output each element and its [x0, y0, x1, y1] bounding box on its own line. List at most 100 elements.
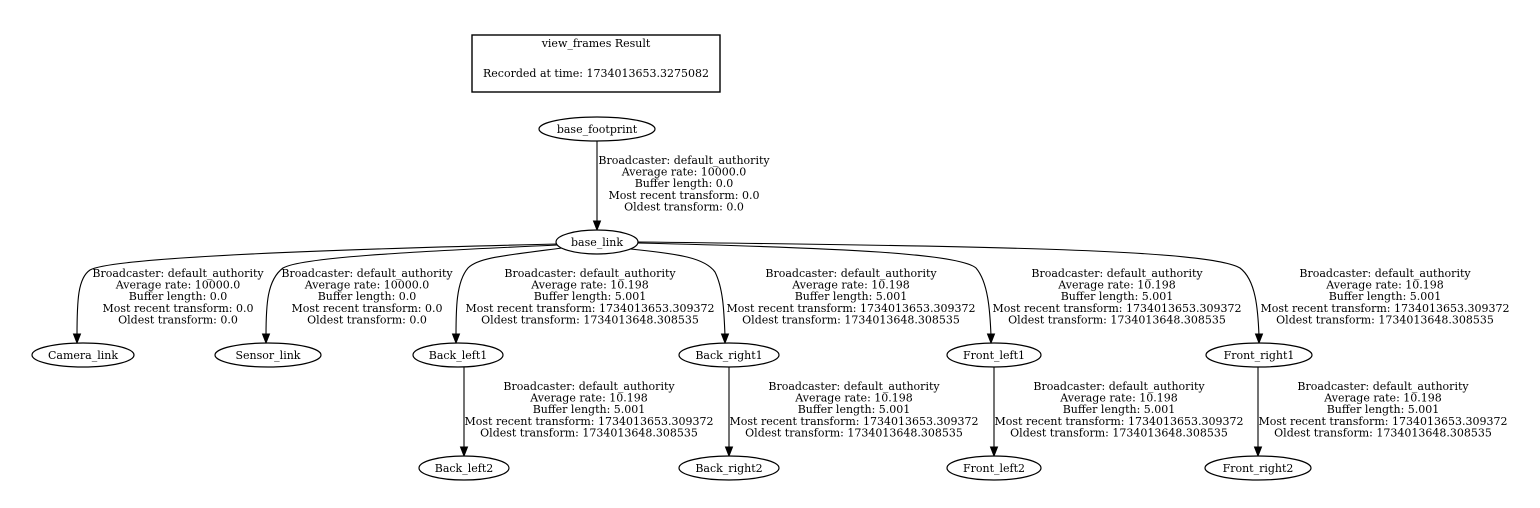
edge-label-line: Average rate: 10.198: [791, 279, 910, 292]
node-label: Sensor_link: [236, 349, 301, 362]
arrow-head: [989, 446, 999, 458]
edge-label-line: Most recent transform: 1734013653.309372: [730, 415, 979, 428]
node-label: Front_left2: [963, 462, 1025, 475]
title-box-title: view_frames Result: [541, 37, 651, 50]
edge-label-line: Oldest transform: 1734013648.308535: [742, 313, 960, 326]
node-ellipse: [946, 342, 1042, 368]
node-back-left1: Back_left1: [412, 342, 504, 368]
edge-label-line: Average rate: 10.198: [1325, 279, 1444, 292]
edge-line: [637, 241, 1260, 337]
node-ellipse: [538, 116, 656, 142]
node-ellipse: [1204, 455, 1312, 481]
edge-label-line: Broadcaster: default_authority: [1299, 267, 1471, 280]
arrow-head: [592, 220, 602, 232]
edge-label-line: Buffer length: 0.0: [635, 177, 734, 190]
edge-label-line: Most recent transform: 0.0: [609, 189, 760, 202]
edge-label-line: Most recent transform: 1734013653.309372: [1259, 415, 1508, 428]
arrow-head: [451, 333, 461, 345]
node-front-right2: Front_right2: [1204, 455, 1312, 481]
edge-label-line: Average rate: 10.198: [1059, 392, 1178, 405]
edge-label-line: Oldest transform: 1734013648.308535: [481, 313, 699, 326]
node-ellipse: [418, 455, 510, 481]
edge-label-line: Broadcaster: default_authority: [1297, 380, 1469, 393]
node-front-right1: Front_right1: [1205, 342, 1313, 368]
edge-label-line: Most recent transform: 1734013653.309372: [993, 302, 1242, 315]
edge-label-line: Broadcaster: default_authority: [1033, 380, 1205, 393]
edge-label-line: Most recent transform: 1734013653.309372: [1261, 302, 1510, 315]
edge-label-line: Most recent transform: 1734013653.309372: [995, 415, 1244, 428]
node-ellipse: [214, 342, 322, 368]
node-label: Camera_link: [48, 349, 118, 362]
edge-line: [629, 248, 726, 337]
edge-label-line: Broadcaster: default_authority: [503, 380, 675, 393]
edge-label-line: Buffer length: 5.001: [1061, 290, 1174, 303]
edge-label-line: Broadcaster: default_authority: [281, 267, 453, 280]
arrow-head: [459, 446, 469, 458]
edge-label-line: Average rate: 10.198: [529, 392, 648, 405]
node-ellipse: [1205, 342, 1313, 368]
edge-label-line: Oldest transform: 0.0: [307, 313, 427, 326]
node-front-left2: Front_left2: [946, 455, 1042, 481]
edge-label-line: Buffer length: 0.0: [318, 290, 417, 303]
node-label: Front_right1: [1224, 349, 1295, 362]
edge-label-line: Broadcaster: default_authority: [768, 380, 940, 393]
node-ellipse: [946, 455, 1042, 481]
node-ellipse: [31, 342, 135, 368]
edge-label-line: Buffer length: 5.001: [1063, 403, 1176, 416]
edge-label-line: Average rate: 10000.0: [621, 166, 747, 179]
node-front-left1: Front_left1: [946, 342, 1042, 368]
edge-label-line: Buffer length: 0.0: [129, 290, 228, 303]
edge-label-line: Broadcaster: default_authority: [504, 267, 676, 280]
edge-label-line: Buffer length: 5.001: [1327, 403, 1440, 416]
node-label: base_footprint: [557, 123, 638, 136]
node-base-link: base_link: [555, 229, 639, 255]
node-back-right1: Back_right1: [678, 342, 780, 368]
node-ellipse: [412, 342, 504, 368]
edge-line: [265, 244, 559, 337]
edge-label-line: Average rate: 10000.0: [115, 279, 241, 292]
node-camera-link: Camera_link: [31, 342, 135, 368]
node-label: Back_right2: [695, 462, 762, 475]
title-box-recorded-time: Recorded at time: 1734013653.3275082: [483, 67, 709, 80]
arrow-head: [1253, 446, 1263, 458]
edge-label-line: Oldest transform: 1734013648.308535: [1010, 426, 1228, 439]
edge-label-line: Broadcaster: default_authority: [92, 267, 264, 280]
edge-label-line: Broadcaster: default_authority: [1031, 267, 1203, 280]
node-label: Back_left2: [435, 462, 494, 475]
edge-label-line: Broadcaster: default_authority: [765, 267, 937, 280]
edge-label-line: Most recent transform: 1734013653.309372: [727, 302, 976, 315]
edge-label-line: Average rate: 10.198: [794, 392, 913, 405]
arrow-head: [986, 333, 996, 345]
arrow-head: [261, 333, 271, 345]
node-label: Front_right2: [1223, 462, 1294, 475]
edge-label-line: Average rate: 10000.0: [304, 279, 430, 292]
edge-label-line: Buffer length: 5.001: [534, 290, 647, 303]
edge-line: [76, 243, 558, 337]
edge-label-line: Oldest transform: 0.0: [118, 313, 238, 326]
edge-label-line: Oldest transform: 1734013648.308535: [480, 426, 698, 439]
node-label: Back_right1: [695, 349, 762, 362]
node-base-footprint: base_footprint: [538, 116, 656, 142]
node-back-right2: Back_right2: [678, 455, 780, 481]
edge-label-line: Average rate: 10.198: [1323, 392, 1442, 405]
node-label: Back_left1: [429, 349, 488, 362]
